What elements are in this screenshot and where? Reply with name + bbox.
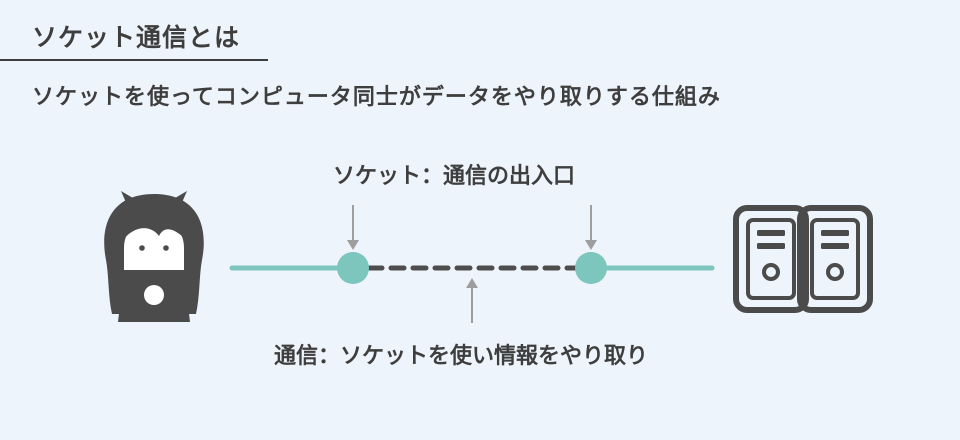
- page-title: ソケット通信とは: [32, 23, 241, 52]
- girl-with-laptop-icon: [104, 191, 204, 322]
- title-underline: [0, 59, 268, 61]
- arrow-down-icon: [347, 205, 359, 250]
- right-eye: [163, 245, 169, 251]
- left-server-outline: [733, 205, 809, 313]
- left-eye: [139, 245, 145, 251]
- arrow-up-icon: [466, 278, 478, 323]
- left-server-button: [762, 263, 780, 281]
- laptop-logo: [144, 285, 164, 305]
- right-server-inner: [810, 218, 860, 300]
- left-server-slot-2: [757, 243, 785, 249]
- right-server-slot-2: [821, 243, 849, 249]
- right-server-outline: [797, 205, 873, 313]
- server-pair-icon: [733, 205, 873, 313]
- face: [124, 222, 184, 270]
- right-socket-node: [575, 252, 607, 284]
- communication-label: 通信：ソケットを使い情報をやり取り: [274, 344, 649, 369]
- page-subtitle: ソケットを使ってコンピュータ同士がデータをやり取りする仕組み: [32, 85, 721, 110]
- title-block: ソケット通信とは: [0, 0, 270, 62]
- left-server-inner: [746, 218, 796, 300]
- socket-label: ソケット：通信の出入口: [333, 164, 576, 189]
- right-server-slot-1: [821, 230, 849, 236]
- left-server-slot-1: [757, 230, 785, 236]
- bangs: [123, 216, 185, 240]
- left-socket-node: [337, 252, 369, 284]
- right-server-button: [826, 263, 844, 281]
- arrow-down-icon: [585, 205, 597, 250]
